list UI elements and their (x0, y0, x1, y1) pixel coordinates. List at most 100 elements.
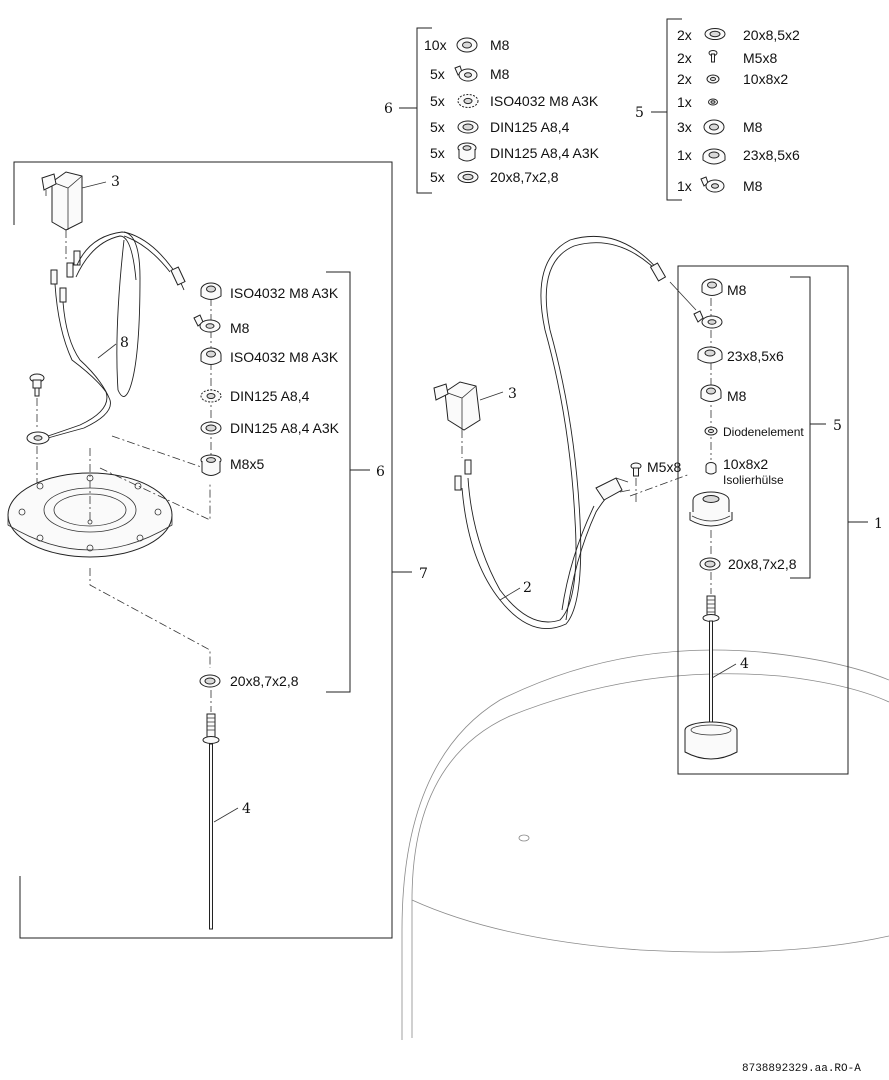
left-hardware-callout: 6 (376, 464, 385, 480)
nut-icon (701, 278, 723, 296)
kit-6-row-4-qty: 5x (430, 119, 445, 135)
right-label-washer-bottom: 20x8,7x2,8 (728, 556, 797, 572)
kit-6-row-3-label: ISO4032 M8 A3K (490, 93, 599, 109)
kit-5-row-3-qty: 2x (677, 71, 692, 87)
right-hardware-callout: 5 (833, 418, 842, 434)
right-cable (461, 235, 665, 630)
flat-washer-icon (199, 674, 221, 688)
insulating-bushing-icon (457, 142, 477, 162)
left-label-washer-bottom: 20x8,7x2,8 (230, 673, 299, 689)
anode-cup-icon (684, 721, 738, 760)
kit-5-row-5-label: M8 (743, 119, 763, 135)
small-washer-icon (705, 462, 717, 475)
thick-washer-icon (702, 148, 726, 165)
ring-terminal-icon (454, 65, 478, 82)
kit-5-row-5-qty: 3x (677, 119, 692, 135)
kit-5-row-7-label: M8 (743, 178, 763, 194)
flat-washer-icon (457, 171, 479, 183)
nut-icon (200, 347, 222, 365)
left-label-m8: M8 (230, 320, 250, 336)
left-anode-callout: 4 (242, 801, 251, 817)
document-number: 8738892329.aa.RO-A (742, 1063, 861, 1075)
right-anode-callout: 4 (740, 656, 749, 672)
nut-icon (703, 119, 725, 135)
screw-icon (630, 462, 642, 477)
kit-6-row-3-qty: 5x (430, 93, 445, 109)
anode-rod-icon (202, 713, 220, 930)
toothed-washer-icon (200, 389, 222, 403)
right-module-callout: 3 (508, 386, 517, 402)
washer-icon (457, 120, 479, 134)
diode-element-icon (708, 98, 718, 106)
nut-icon (700, 384, 722, 402)
left-module-callout: 3 (111, 174, 120, 190)
nut-icon (456, 37, 478, 53)
cable-connector-icon (50, 250, 81, 303)
left-label-m8x5: M8x5 (230, 456, 264, 472)
left-label-iso-top: ISO4032 M8 A3K (230, 285, 339, 301)
right-label-small-washer: 10x8x2 (723, 456, 768, 472)
kit-5-row-6-qty: 1x (677, 147, 692, 163)
cable-connector-icon (454, 459, 472, 491)
thick-washer-icon (697, 346, 723, 364)
right-label-m8-mid: M8 (727, 388, 747, 404)
bolt-icon (29, 373, 45, 397)
kit-6-row-2-label: M8 (490, 66, 510, 82)
right-label-m8-top: M8 (727, 282, 747, 298)
left-cable (47, 231, 141, 439)
washer-icon (200, 421, 222, 435)
flat-washer-icon (704, 28, 726, 40)
right-cable-callout: 2 (523, 580, 532, 596)
kit-6-parts-list: 6 10x M8 5x M8 (384, 27, 600, 194)
ring-terminal-icon (700, 176, 725, 193)
right-label-sleeve: Isolierhülse (723, 473, 784, 487)
kit-5-row-6-label: 23x8,5x6 (743, 147, 800, 163)
small-washer-icon (706, 74, 720, 84)
insulating-bushing-icon (200, 454, 222, 476)
left-assembly: 7 6 3 8 (7, 161, 428, 939)
kit-6-row-4-label: DIN125 A8,4 (490, 119, 570, 135)
kit-5-row-1-qty: 2x (677, 27, 692, 43)
kit-6-row-1-qty: 10x (424, 37, 447, 53)
right-group-callout: 1 (874, 516, 883, 532)
storage-tank-outline (401, 649, 889, 1040)
ring-terminal-icon (193, 314, 221, 333)
kit-5-row-7-qty: 1x (677, 178, 692, 194)
kit-6-row-6-label: 20x8,7x2,8 (490, 169, 559, 185)
diode-element-icon (704, 426, 718, 436)
kit-6-row-6-qty: 5x (430, 169, 445, 185)
kit-6-row-5-qty: 5x (430, 145, 445, 161)
kit-6-row-2-qty: 5x (430, 66, 445, 82)
insulating-sleeve-icon (689, 491, 733, 527)
fork-terminal-icon (595, 477, 631, 501)
kit-5-parts-list: 5 2x 20x (635, 18, 800, 201)
kit-6-row-1-label: M8 (490, 37, 510, 53)
left-label-iso-mid: ISO4032 M8 A3K (230, 349, 339, 365)
right-label-screw: M5x8 (647, 459, 681, 475)
control-module-icon (433, 381, 481, 431)
anode-rod-icon (702, 595, 720, 742)
right-assembly: 1 5 2 3 (401, 235, 889, 1040)
kit-5-row-1-label: 20x8,5x2 (743, 27, 800, 43)
kit-6-row-5-label: DIN125 A8,4 A3K (490, 145, 600, 161)
left-group-callout: 7 (419, 566, 428, 582)
nut-icon (200, 282, 222, 300)
left-label-din-a3k: DIN125 A8,4 A3K (230, 420, 340, 436)
right-label-thick-washer: 23x8,5x6 (727, 348, 784, 364)
kit-5-callout: 5 (635, 105, 644, 121)
ring-terminal-icon (26, 431, 50, 445)
kit-5-row-2-qty: 2x (677, 50, 692, 66)
kit-5-row-3-label: 10x8x2 (743, 71, 788, 87)
kit-5-row-4-qty: 1x (677, 94, 692, 110)
kit-6-callout: 6 (384, 101, 393, 117)
control-module-icon (41, 171, 83, 231)
right-label-diode: Diodenelement (723, 425, 804, 439)
ring-terminal-icon (693, 310, 723, 329)
left-label-din: DIN125 A8,4 (230, 388, 310, 404)
left-cable-callout: 8 (120, 335, 129, 351)
kit-5-row-2-label: M5x8 (743, 50, 777, 66)
toothed-washer-icon (457, 94, 479, 108)
screw-icon (708, 50, 718, 63)
flat-washer-icon (699, 557, 721, 571)
